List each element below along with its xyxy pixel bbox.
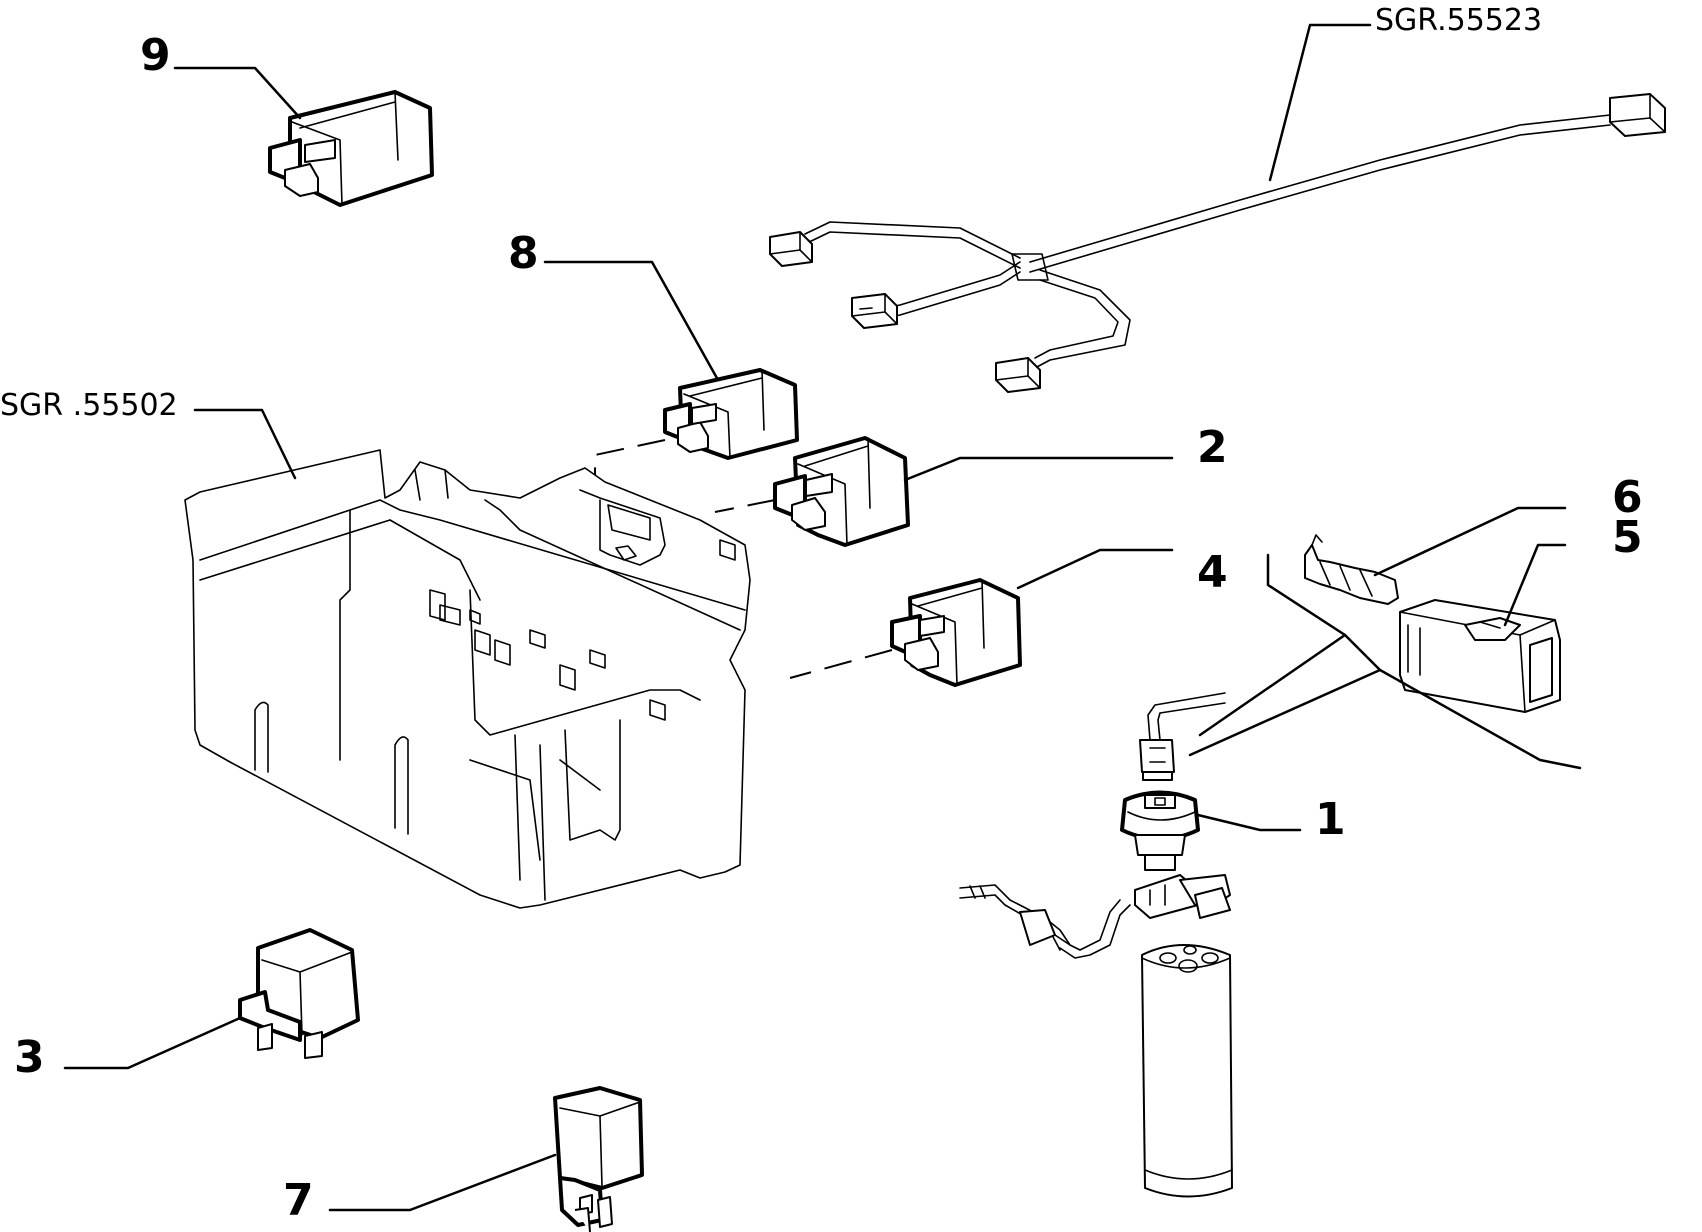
leader-7	[328, 1153, 557, 1212]
relay-part-7	[553, 1086, 644, 1232]
relay-part-9	[268, 90, 434, 207]
leader-2	[903, 456, 1174, 482]
callout-9: 9	[140, 30, 171, 81]
reference-harness: SGR.55523	[1375, 3, 1542, 38]
wiring-harness	[769, 93, 1666, 393]
leader-6	[1373, 506, 1567, 577]
leader-lines	[63, 23, 1567, 1212]
callout-labels: 9 8 2 6 4 5 1 3 7 SGR.55523 SGR .55502	[0, 3, 1643, 1226]
terminal-part-6	[1304, 534, 1399, 605]
leader-4	[1016, 548, 1174, 590]
relay-part-2	[773, 436, 910, 547]
leader-harness	[1268, 23, 1372, 182]
callout-7: 7	[283, 1175, 314, 1226]
relay-part-3	[238, 928, 360, 1059]
leader-5	[1503, 543, 1567, 627]
receiver-drier	[959, 874, 1233, 1198]
pressure-switch-part-1	[1120, 692, 1226, 871]
reference-tray: SGR .55502	[0, 388, 178, 423]
leader-1	[1196, 813, 1302, 832]
leader-3	[63, 1016, 242, 1070]
callout-5: 5	[1612, 512, 1643, 563]
callout-6: 6	[1612, 472, 1643, 523]
leader-tray	[193, 408, 297, 480]
leader-9	[173, 66, 302, 120]
relay-part-4	[890, 578, 1022, 687]
callout-3: 3	[14, 1032, 45, 1083]
assembly-guide-lines	[594, 439, 1582, 770]
callout-1: 1	[1315, 794, 1346, 845]
callout-2: 2	[1197, 422, 1228, 473]
relay-tray	[184, 449, 751, 909]
connector-part-5	[1399, 599, 1561, 713]
leader-8	[543, 260, 720, 382]
callout-8: 8	[508, 228, 539, 279]
relay-part-8	[663, 368, 799, 460]
callout-4: 4	[1197, 547, 1228, 598]
